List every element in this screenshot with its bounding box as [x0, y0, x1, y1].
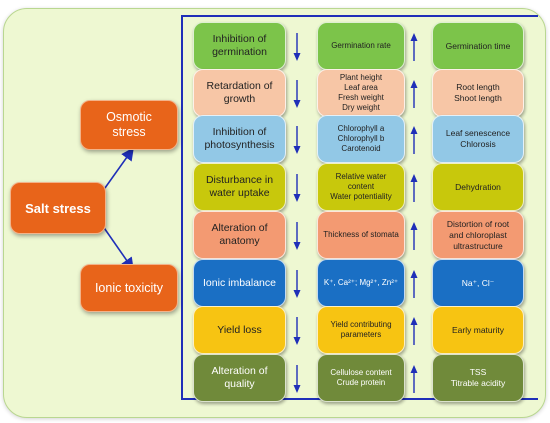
category-box: Alteration of quality — [193, 354, 286, 402]
up-arrow-icon — [410, 222, 418, 250]
down-arrow-icon — [293, 174, 301, 202]
down-arrow-icon — [293, 317, 301, 345]
salt-stress-box: Salt stress — [10, 182, 106, 234]
decrease-box: Relative water content Water potentialit… — [317, 163, 405, 211]
up-arrow-icon — [410, 126, 418, 154]
down-arrow-icon — [293, 222, 301, 250]
down-arrow-icon — [293, 270, 301, 298]
increase-box: Dehydration — [432, 163, 524, 211]
increase-box: Distortion of root and chloroplast ultra… — [432, 211, 524, 259]
down-arrow-icon — [293, 80, 301, 108]
arrow-to-ionic — [99, 221, 134, 271]
down-arrow-icon — [293, 126, 301, 154]
up-arrow-icon — [410, 33, 418, 61]
decrease-box: Chlorophyll a Chlorophyll b Carotenoid — [317, 115, 405, 163]
category-box: Retardation of growth — [193, 69, 286, 117]
increase-box: TSS Titrable acidity — [432, 354, 524, 402]
up-arrow-icon — [410, 80, 418, 108]
category-box: Alteration of anatomy — [193, 211, 286, 259]
decrease-box: Thickness of stomata — [317, 211, 405, 259]
down-arrow-icon — [293, 33, 301, 61]
down-arrow-icon — [293, 365, 301, 393]
category-box: Disturbance in water uptake — [193, 163, 286, 211]
category-box: Inhibition of germination — [193, 22, 286, 70]
up-arrow-icon — [410, 365, 418, 393]
osmotic-stress-box: Osmotic stress — [80, 100, 178, 150]
category-box: Yield loss — [193, 306, 286, 354]
up-arrow-icon — [410, 317, 418, 345]
decrease-box: Yield contributing parameters — [317, 306, 405, 354]
decrease-box: Cellulose content Crude protein — [317, 354, 405, 402]
increase-box: Root length Shoot length — [432, 69, 524, 117]
up-arrow-icon — [410, 270, 418, 298]
category-box: Inhibition of photosynthesis — [193, 115, 286, 163]
increase-box: Early maturity — [432, 306, 524, 354]
decrease-box: Germination rate — [317, 22, 405, 70]
increase-box: Na⁺, Cl⁻ — [432, 259, 524, 307]
category-box: Ionic imbalance — [193, 259, 286, 307]
ionic-toxicity-box: Ionic toxicity — [80, 264, 178, 312]
up-arrow-icon — [410, 174, 418, 202]
decrease-box: Plant height Leaf area Fresh weight Dry … — [317, 69, 405, 117]
increase-box: Germination time — [432, 22, 524, 70]
increase-box: Leaf senescence Chlorosis — [432, 115, 524, 163]
decrease-box: K⁺, Ca²⁺; Mg²⁺, Zn²⁺ — [317, 259, 405, 307]
